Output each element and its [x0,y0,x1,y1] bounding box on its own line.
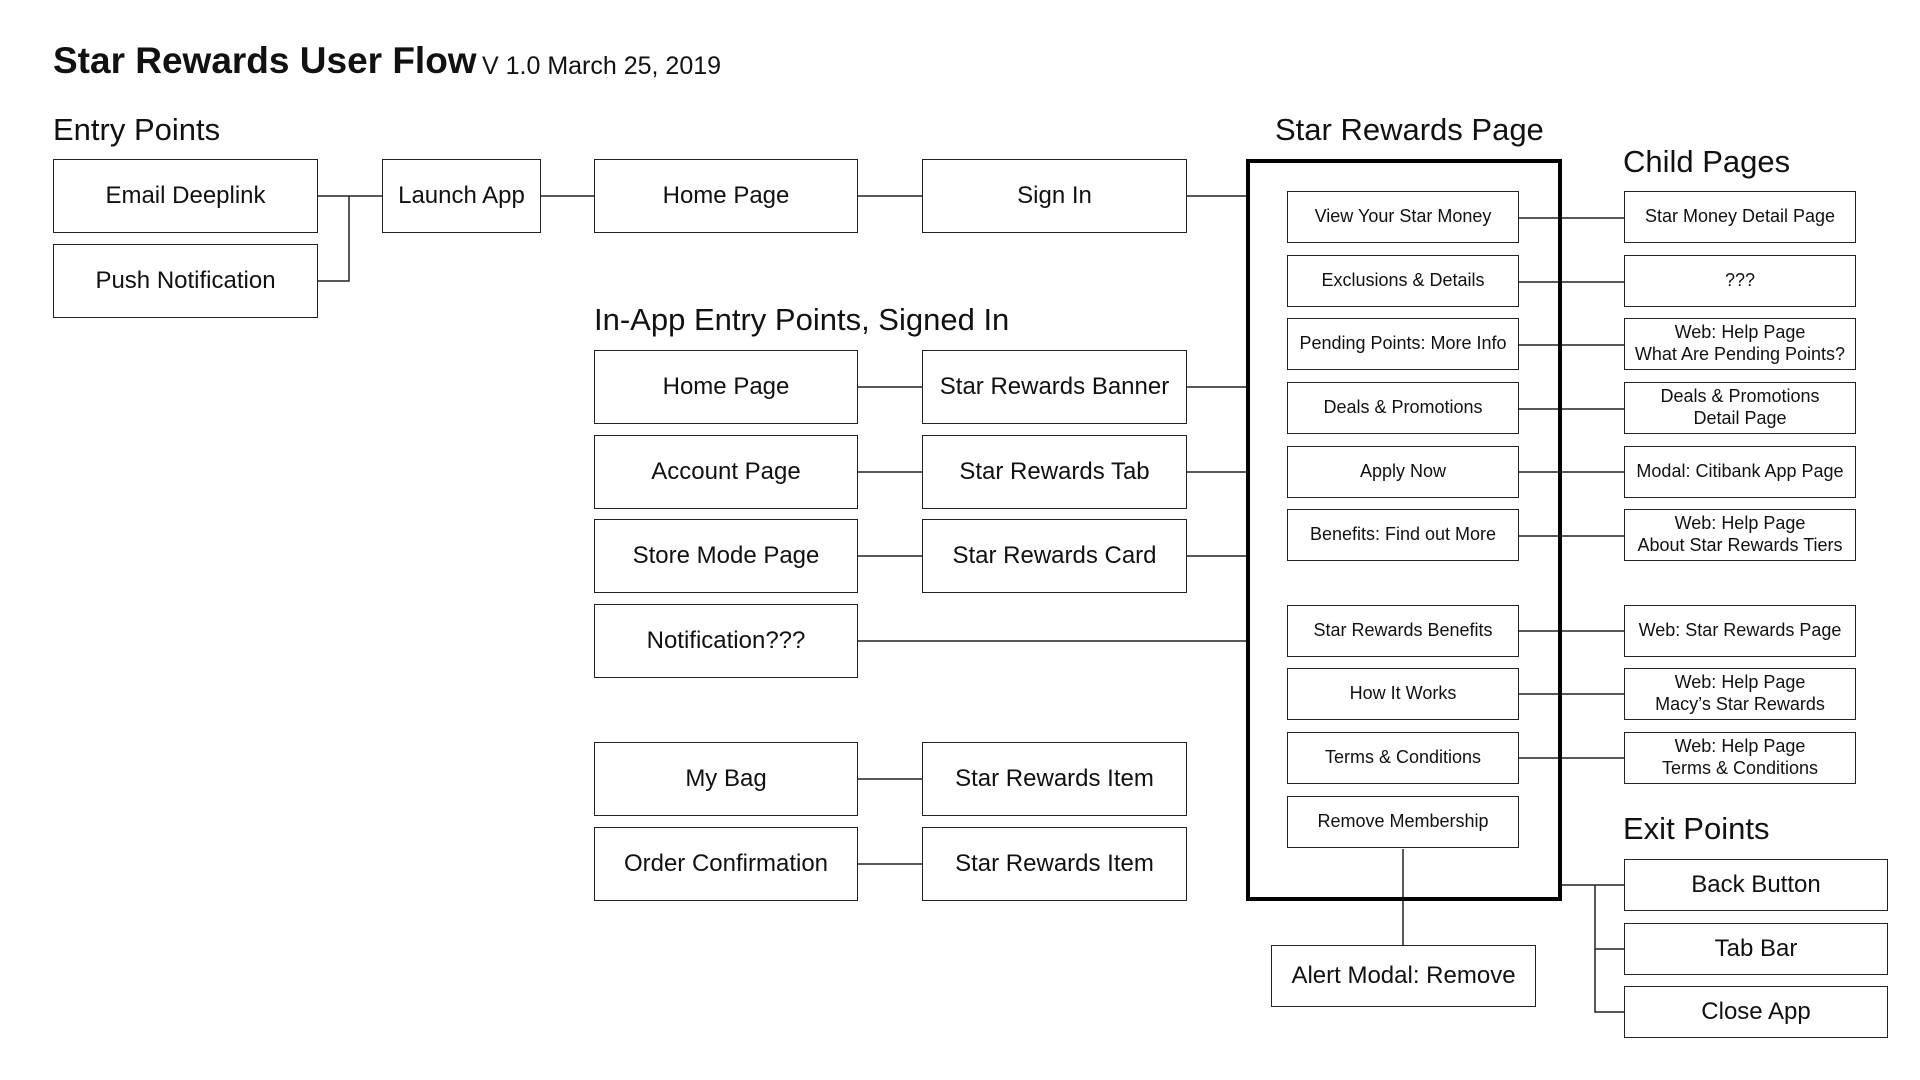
child-line: About Star Rewards Tiers [1637,535,1843,555]
child-line: Terms & Conditions [1661,758,1819,778]
home-page-box: Home Page [594,159,858,233]
star-rewards-card-box: Star Rewards Card [922,519,1187,593]
section-deals-promotions: Deals & Promotions [1287,382,1519,434]
star-rewards-item-box: Star Rewards Item [922,827,1187,901]
child-web-star-rewards: Web: Star Rewards Page [1624,605,1856,657]
child-line: Web: Help Page [1674,322,1806,343]
sign-in-box: Sign In [922,159,1187,233]
child-star-money-detail: Star Money Detail Page [1624,191,1856,243]
exit-tab-bar: Tab Bar [1624,923,1888,975]
star-rewards-item-box: Star Rewards Item [922,742,1187,816]
child-line: What Are Pending Points? [1634,344,1846,364]
child-line: Web: Help Page [1674,672,1806,693]
section-star-rewards-benefits: Star Rewards Benefits [1287,605,1519,657]
section-how-it-works: How It Works [1287,668,1519,720]
child-help-tiers: Web: Help Page About Star Rewards Tiers [1624,509,1856,561]
child-line: Macy’s Star Rewards [1655,694,1825,714]
notification-box: Notification??? [594,604,858,678]
section-view-star-money: View Your Star Money [1287,191,1519,243]
star-rewards-page-container [1246,159,1562,901]
version-label: V 1.0 March 25, 2019 [482,52,722,80]
child-help-pending-points: Web: Help Page What Are Pending Points? [1624,318,1856,370]
heading-exit-points: Exit Points [1623,811,1770,846]
child-line: Detail Page [1693,408,1787,428]
my-bag-box: My Bag [594,742,858,816]
child-deals-detail: Deals & Promotions Detail Page [1624,382,1856,434]
heading-star-rewards-page: Star Rewards Page [1275,112,1544,147]
exit-back-button: Back Button [1624,859,1888,911]
section-remove-membership: Remove Membership [1287,796,1519,848]
account-page-box: Account Page [594,435,858,509]
star-rewards-banner-box: Star Rewards Banner [922,350,1187,424]
exit-close-app: Close App [1624,986,1888,1038]
in-app-home-page-box: Home Page [594,350,858,424]
email-deeplink-box: Email Deeplink [53,159,318,233]
push-notification-box: Push Notification [53,244,318,318]
section-benefits-find-out-more: Benefits: Find out More [1287,509,1519,561]
child-line: Web: Help Page [1674,513,1806,534]
child-line: Web: Help Page [1674,736,1806,757]
heading-child-pages: Child Pages [1623,144,1791,179]
diagram-title: Star Rewards User Flow [53,40,477,81]
section-exclusions-details: Exclusions & Details [1287,255,1519,307]
order-confirmation-box: Order Confirmation [594,827,858,901]
child-line: Deals & Promotions [1660,386,1820,407]
alert-modal-remove-box: Alert Modal: Remove [1271,945,1536,1007]
section-terms-conditions: Terms & Conditions [1287,732,1519,784]
store-mode-page-box: Store Mode Page [594,519,858,593]
section-pending-points: Pending Points: More Info [1287,318,1519,370]
section-apply-now: Apply Now [1287,446,1519,498]
child-citibank-modal: Modal: Citibank App Page [1624,446,1856,498]
child-help-macys-star-rewards: Web: Help Page Macy’s Star Rewards [1624,668,1856,720]
heading-in-app-entry-points: In-App Entry Points, Signed In [594,302,1010,337]
heading-entry-points: Entry Points [53,112,221,147]
star-rewards-tab-box: Star Rewards Tab [922,435,1187,509]
child-help-terms: Web: Help Page Terms & Conditions [1624,732,1856,784]
child-unknown: ??? [1624,255,1856,307]
launch-app-box: Launch App [382,159,541,233]
